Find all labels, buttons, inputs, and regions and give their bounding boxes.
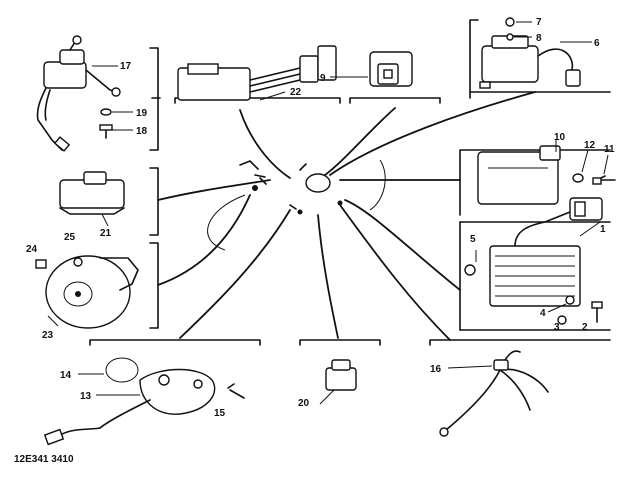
callout-19: 19 <box>136 108 148 119</box>
callout-12: 12 <box>584 140 596 151</box>
part-lead-16 <box>439 350 549 437</box>
drawing-code: 12E341 3410 <box>14 454 74 465</box>
callout-1: 1 <box>600 224 606 235</box>
group-brackets <box>89 19 611 346</box>
part-unit-21 <box>59 171 125 227</box>
callout-11: 11 <box>604 144 615 155</box>
callout-25: 25 <box>64 232 76 243</box>
callout-16: 16 <box>430 364 442 375</box>
callout-13: 13 <box>80 391 92 402</box>
callout-6: 6 <box>594 38 600 49</box>
callout-9: 9 <box>320 73 326 84</box>
part-regulator-1 <box>464 197 603 325</box>
callout-20: 20 <box>298 398 310 409</box>
callout-22: 22 <box>290 87 302 98</box>
callout-14: 14 <box>60 370 72 381</box>
callout-23: 23 <box>42 330 54 341</box>
callout-2: 2 <box>582 322 588 333</box>
part-connector-22 <box>177 45 337 101</box>
part-horn-23 <box>35 255 139 329</box>
callout-15: 15 <box>214 408 226 419</box>
part-switch-20 <box>319 359 357 405</box>
part-starter-relay <box>479 17 592 89</box>
callout-5: 5 <box>470 234 476 245</box>
callout-labels: 17 19 18 22 9 7 8 6 10 12 11 5 1 4 3 2 2… <box>26 17 615 419</box>
part-control-unit-10 <box>477 140 616 205</box>
part-ignition-switch <box>36 35 133 152</box>
wiring-harness <box>157 91 536 341</box>
callout-17: 17 <box>120 61 132 72</box>
callout-4: 4 <box>540 308 546 319</box>
part-sensor-13 <box>43 357 245 446</box>
callout-24: 24 <box>26 244 38 255</box>
callout-10: 10 <box>554 132 566 143</box>
part-relay-9 <box>330 51 413 87</box>
callout-3: 3 <box>554 322 560 333</box>
callout-18: 18 <box>136 126 148 137</box>
callout-8: 8 <box>536 33 542 44</box>
callout-21: 21 <box>100 228 112 239</box>
callout-7: 7 <box>536 17 542 28</box>
